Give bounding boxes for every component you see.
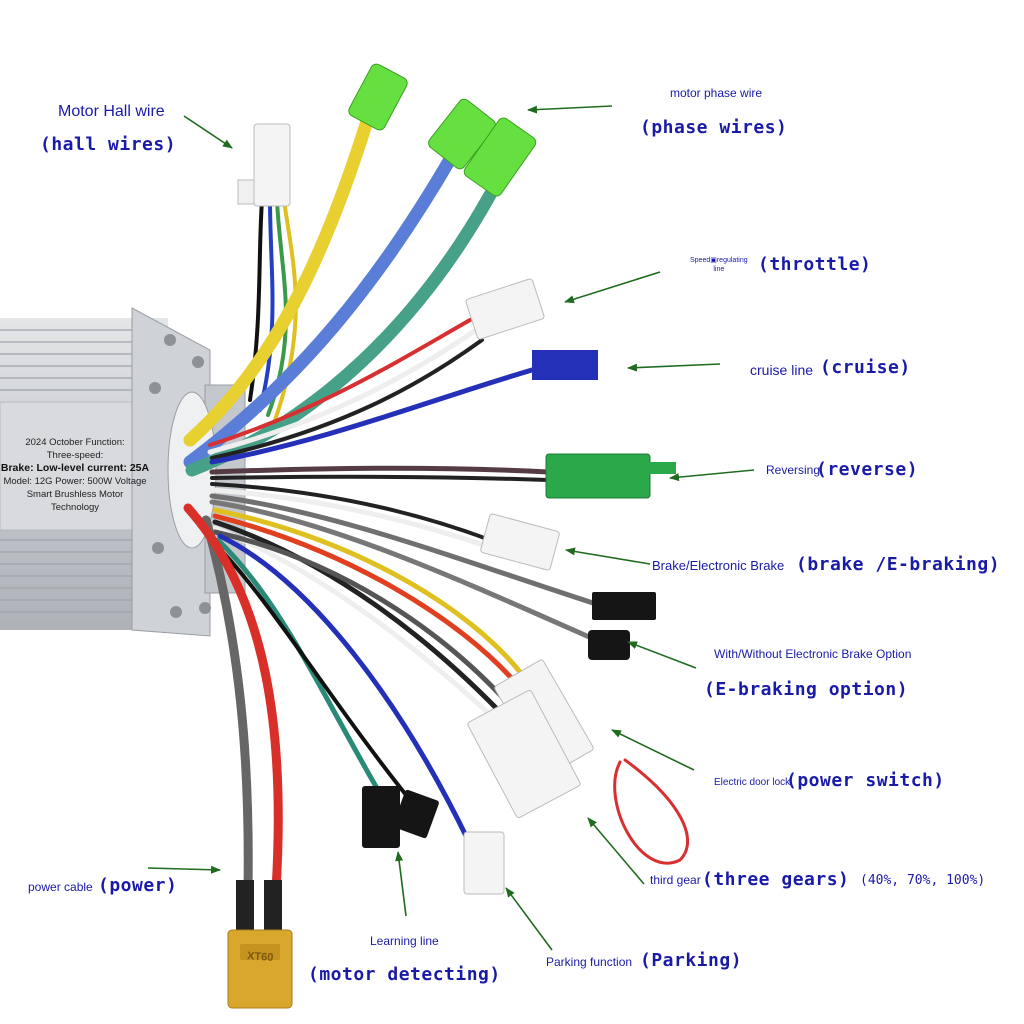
learning-tag: (motor detecting) [308,964,501,985]
cruise-label: cruise line [750,362,814,378]
ebrake-option-tag: (E-braking option) [704,679,909,700]
throttle-connector [465,278,545,340]
hall-label: Motor Hall wire [58,103,165,120]
xt60-label: XT60 [247,950,274,964]
gears-note: (40%, 70%, 100%) [860,873,986,888]
brake-tag: (brake /E-braking) [796,554,1001,575]
ebrake-option-connectors [588,592,656,660]
throttle-tag: (throttle) [758,254,872,275]
brake-connector [480,513,560,571]
reverse-label: Reversing [766,463,821,477]
plate-line-6: Technology [50,502,100,513]
plate-line-3: Brake: Low-level current: 25A [0,462,150,474]
xt60-connector [227,880,293,1009]
plate-line-1: 2024 October Function: [25,437,125,448]
throttle-label-line-2: line [713,266,725,273]
controller-nameplate: 2024 October Function: Three-speed: Brak… [0,436,150,514]
parking-label: Parking function [546,955,633,969]
parking-tag: (Parking) [640,950,743,971]
plate-line-5: Smart Brushless Motor [26,489,124,500]
throttle-label-line-1: Speed▣regulating [690,257,748,264]
learning-connectors [362,786,439,848]
ebrake-option-label: With/Without Electronic Brake Option [714,647,912,661]
three-gears-connector [467,689,581,819]
plate-line-4: Model: 12G Power: 500W Voltage [3,476,147,487]
hall-tag: (hall wires) [40,134,177,155]
gears-tag: (three gears) [702,869,850,890]
wire-bundle [183,111,690,895]
learning-label: Learning line [370,934,439,948]
reverse-tag: (reverse) [816,459,919,480]
callout-arrows [147,105,755,951]
phase-connectors [348,63,537,197]
power-switch-tag: (power switch) [786,770,945,791]
power-tag: (power) [98,875,178,896]
gears-label: third gear [650,873,701,887]
brake-label: Brake/Electronic Brake [652,558,785,573]
phase-label: motor phase wire [670,86,763,100]
hall-connector [237,123,291,207]
reverse-connector [545,453,676,499]
power-label: power cable [28,880,93,894]
cruise-tag: (cruise) [820,357,911,378]
power-switch-label: Electric door lock [714,777,791,788]
throttle-label: Speed▣regulating line [690,256,748,274]
parking-connector [463,831,505,895]
plate-line-2: Three-speed: [46,450,104,461]
cruise-connector [532,350,598,380]
phase-tag: (phase wires) [640,117,788,138]
